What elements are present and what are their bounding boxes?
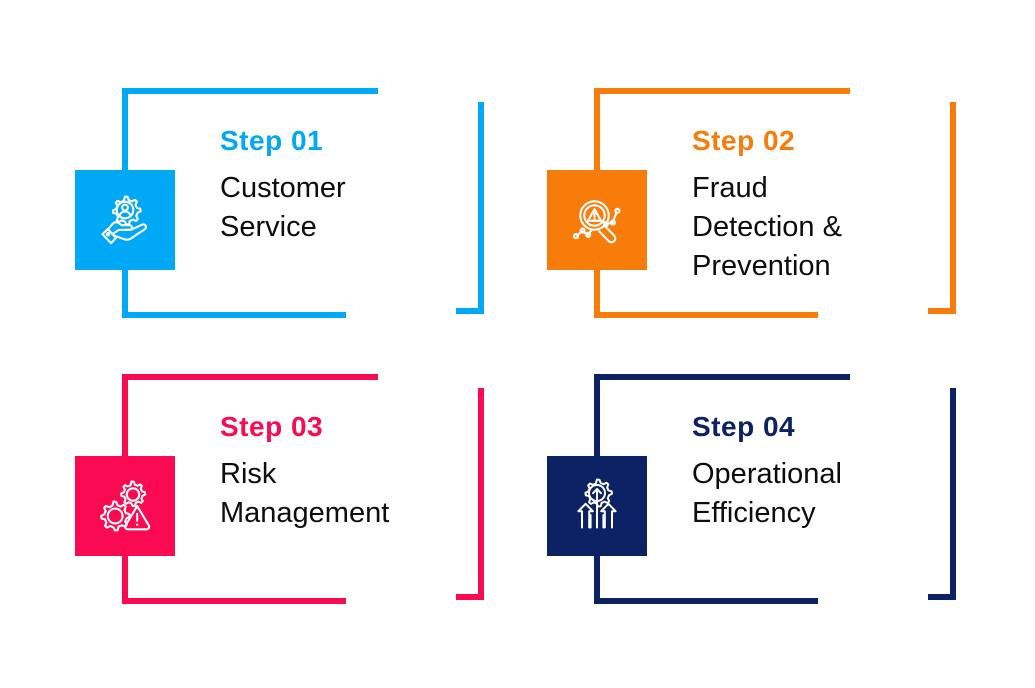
icon-tile-04[interactable] [547, 456, 647, 556]
icon-tile-03[interactable] [75, 456, 175, 556]
icon-tile-01[interactable] [75, 170, 175, 270]
step-text-block-01: Step 01 Customer Service [220, 124, 460, 247]
step-title-line: Efficiency [692, 496, 816, 529]
step-card-04[interactable]: Step 04 Operational Efficiency [472, 286, 972, 604]
step-title-line: Detection & [692, 210, 842, 243]
icon-tile-02[interactable] [547, 170, 647, 270]
step-text-block-02: Step 02 Fraud Detection & Prevention [692, 124, 952, 286]
step-text-block-03: Step 03 Risk Management [220, 410, 480, 533]
step-title-line: Service [220, 210, 317, 243]
step-label-03: Step 03 [220, 411, 324, 442]
step-title-line: Operational [692, 458, 842, 491]
step-card-01[interactable]: Step 01 Customer Service [0, 0, 500, 318]
step-card-03[interactable]: Step 03 Risk Management [0, 286, 500, 604]
step-title-01: Customer Service [220, 169, 460, 247]
step-title-line: Risk [220, 458, 277, 491]
step-text-block-04: Step 04 Operational Efficiency [692, 410, 952, 533]
step-label-02: Step 02 [692, 125, 796, 156]
step-title-03: Risk Management [220, 455, 480, 533]
step-title-line: Customer [220, 172, 346, 205]
hand-holding-user-gear-icon [93, 188, 157, 252]
step-title-line: Management [220, 496, 390, 529]
step-title-line: Fraud [692, 172, 768, 205]
step-label-04: Step 04 [692, 411, 796, 442]
magnifier-warning-analytics-icon [565, 188, 629, 252]
step-title-line: Prevention [692, 249, 831, 282]
gears-warning-icon [93, 474, 157, 538]
step-title-04: Operational Efficiency [692, 455, 952, 533]
step-title-02: Fraud Detection & Prevention [692, 169, 952, 286]
step-card-02[interactable]: Step 02 Fraud Detection & Prevention [472, 0, 972, 318]
step-label-01: Step 01 [220, 125, 324, 156]
gear-growth-arrows-icon [565, 474, 629, 538]
